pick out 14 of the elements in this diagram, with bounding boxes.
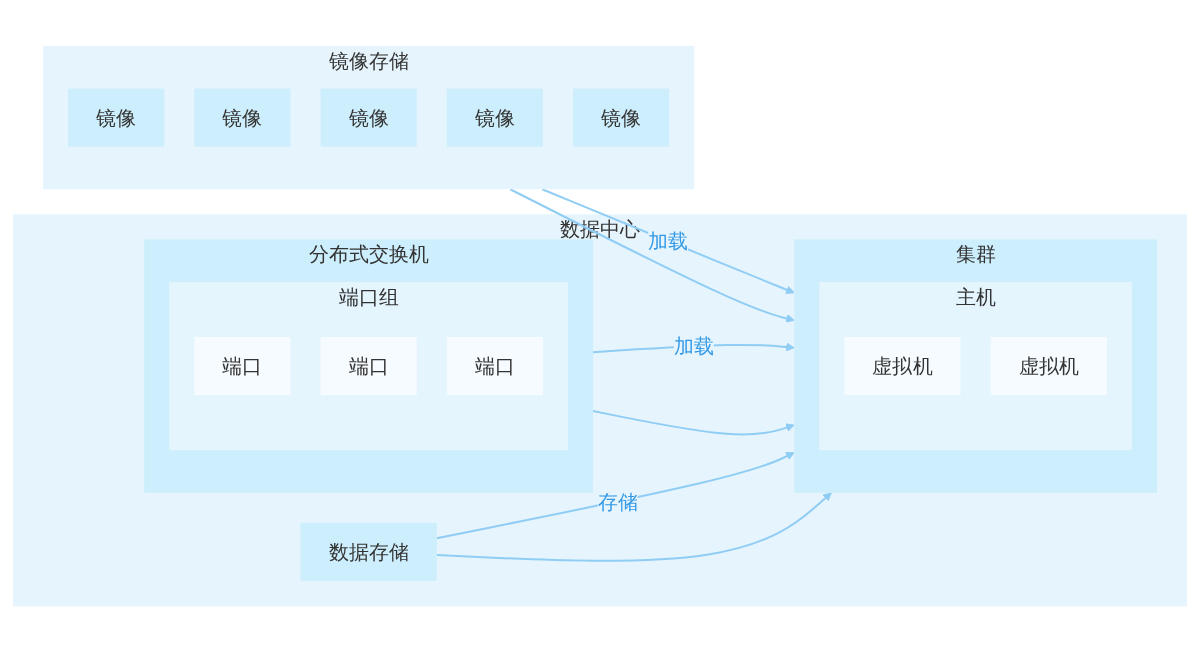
node-box: 镜像 xyxy=(68,88,165,147)
arrow xyxy=(541,188,795,294)
node-box: 数据存储 xyxy=(300,522,437,581)
node-box: 镜像 xyxy=(320,88,417,147)
node-box: 镜像 xyxy=(446,88,543,147)
arrow xyxy=(592,409,795,436)
arrow xyxy=(509,188,795,323)
node-box: 镜像 xyxy=(194,88,291,147)
node-box: 镜像 xyxy=(572,88,670,147)
edge-label: 加载 xyxy=(648,229,689,254)
arrow xyxy=(435,492,832,562)
arrow xyxy=(435,451,795,539)
edge-label: 加载 xyxy=(673,333,714,358)
edge-label: 存储 xyxy=(597,489,638,514)
